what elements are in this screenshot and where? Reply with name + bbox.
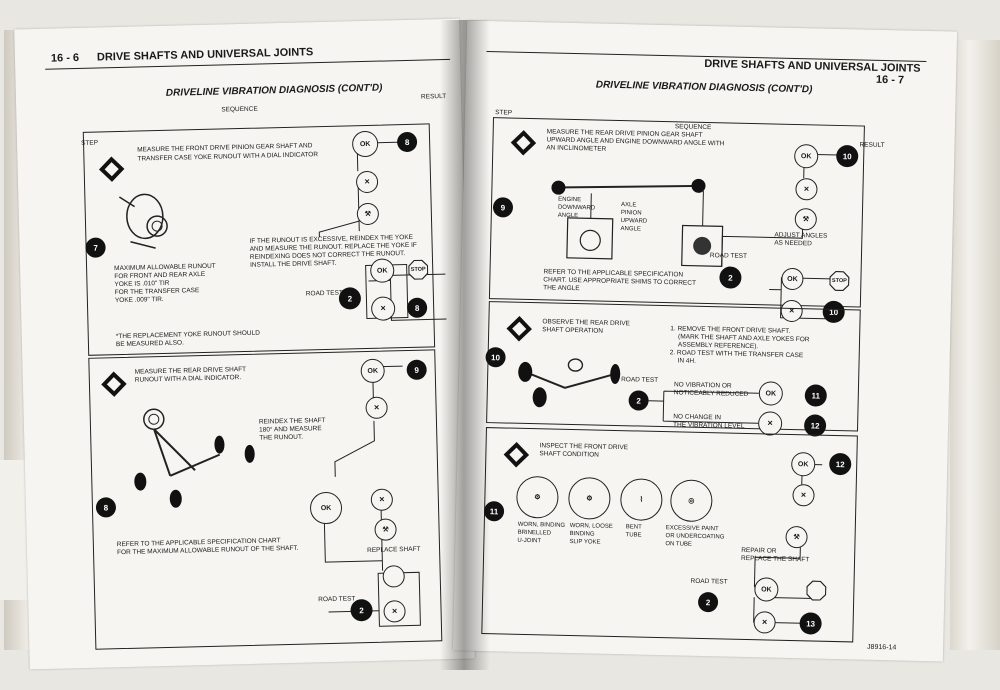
step-7-footnote-2: BE MEASURED ALSO. <box>115 339 184 349</box>
item2-label-3: SLIP YOKE <box>569 538 601 546</box>
step-11-instruction-2: SHAFT CONDITION <box>539 450 599 459</box>
page-number: 16 - 6 <box>50 51 80 65</box>
axle-label-3: UPWARD <box>620 218 648 225</box>
step-9-road-test: ROAD TEST <box>709 252 748 260</box>
item3-label-1: BENT <box>625 524 642 531</box>
diagnosis-title: DRIVELINE VIBRATION DIAGNOSIS (CONT'D) <box>595 79 813 96</box>
diagnosis-title: DRIVELINE VIBRATION DIAGNOSIS (CONT'D) <box>165 82 383 99</box>
step-7-road-test: ROAD TEST <box>305 289 343 298</box>
engine-label-1: ENGINE <box>558 196 582 204</box>
step-10-road-test: ROAD TEST <box>621 376 659 384</box>
book-gutter-shadow <box>440 20 490 670</box>
step-7-flow-lines <box>318 141 447 321</box>
left-page: 16 - 6 DRIVE SHAFTS AND UNIVERSAL JOINTS… <box>14 18 475 670</box>
step-9-adjust-2: AS NEEDED <box>774 239 812 248</box>
step-10-instruction-2: SHAFT OPERATION <box>542 326 604 335</box>
step-10-procedure-5: IN 4H. <box>677 357 697 365</box>
rear-drive-shaft-figure <box>134 408 255 508</box>
step-10-flow-lines <box>648 390 759 424</box>
step-11-road-test: ROAD TEST <box>690 577 728 586</box>
replace-shaft-label: REPLACE SHAFT <box>366 545 421 555</box>
step-8-flow-lines <box>323 365 403 613</box>
axle-label-1: AXLE <box>620 202 637 209</box>
item3-label-2: TUBE <box>625 532 642 539</box>
page-number: 16 - 7 <box>875 73 905 87</box>
step-11-repair-2: REPLACE THE SHAFT <box>740 554 810 564</box>
item2-label-2: BINDING <box>569 530 595 538</box>
item4-label-3: ON TUBE <box>665 541 693 548</box>
sequence-label: SEQUENCE <box>221 105 258 114</box>
step-11-flow-lines <box>753 463 823 625</box>
engine-label-2: DOWNWARD <box>557 204 596 212</box>
step-10-outcome-b-2: THE VIBRATION LEVEL <box>673 421 745 430</box>
inclinometer-figure <box>551 178 724 267</box>
item1-label-2: BRINELLED <box>517 529 552 537</box>
step-10-outcome-a-2: NOTICEABLY REDUCED <box>673 389 749 398</box>
section-title: DRIVE SHAFTS AND UNIVERSAL JOINTS <box>96 46 314 64</box>
engine-label-3: ANGLE <box>557 212 579 220</box>
axle-label-4: ANGLE <box>620 226 641 233</box>
item1-label-3: U-JOINT <box>517 537 542 545</box>
step-8-road-test: ROAD TEST <box>318 595 356 604</box>
axle-label-2: PINION <box>620 210 642 217</box>
step-7-spec-5: YOKE .009" TIR. <box>114 295 164 305</box>
step-9-spec-3: THE ANGLE <box>543 284 580 293</box>
figure-code: J8916-14 <box>867 643 897 652</box>
rear-axle-figure <box>518 358 621 408</box>
dial-indicator-figure <box>118 193 168 249</box>
right-page-stack <box>950 40 1000 650</box>
right-page: DRIVE SHAFTS AND UNIVERSAL JOINTS 16 - 7… <box>452 20 958 662</box>
step-9-instruction-3: AN INCLINOMETER <box>546 144 607 153</box>
